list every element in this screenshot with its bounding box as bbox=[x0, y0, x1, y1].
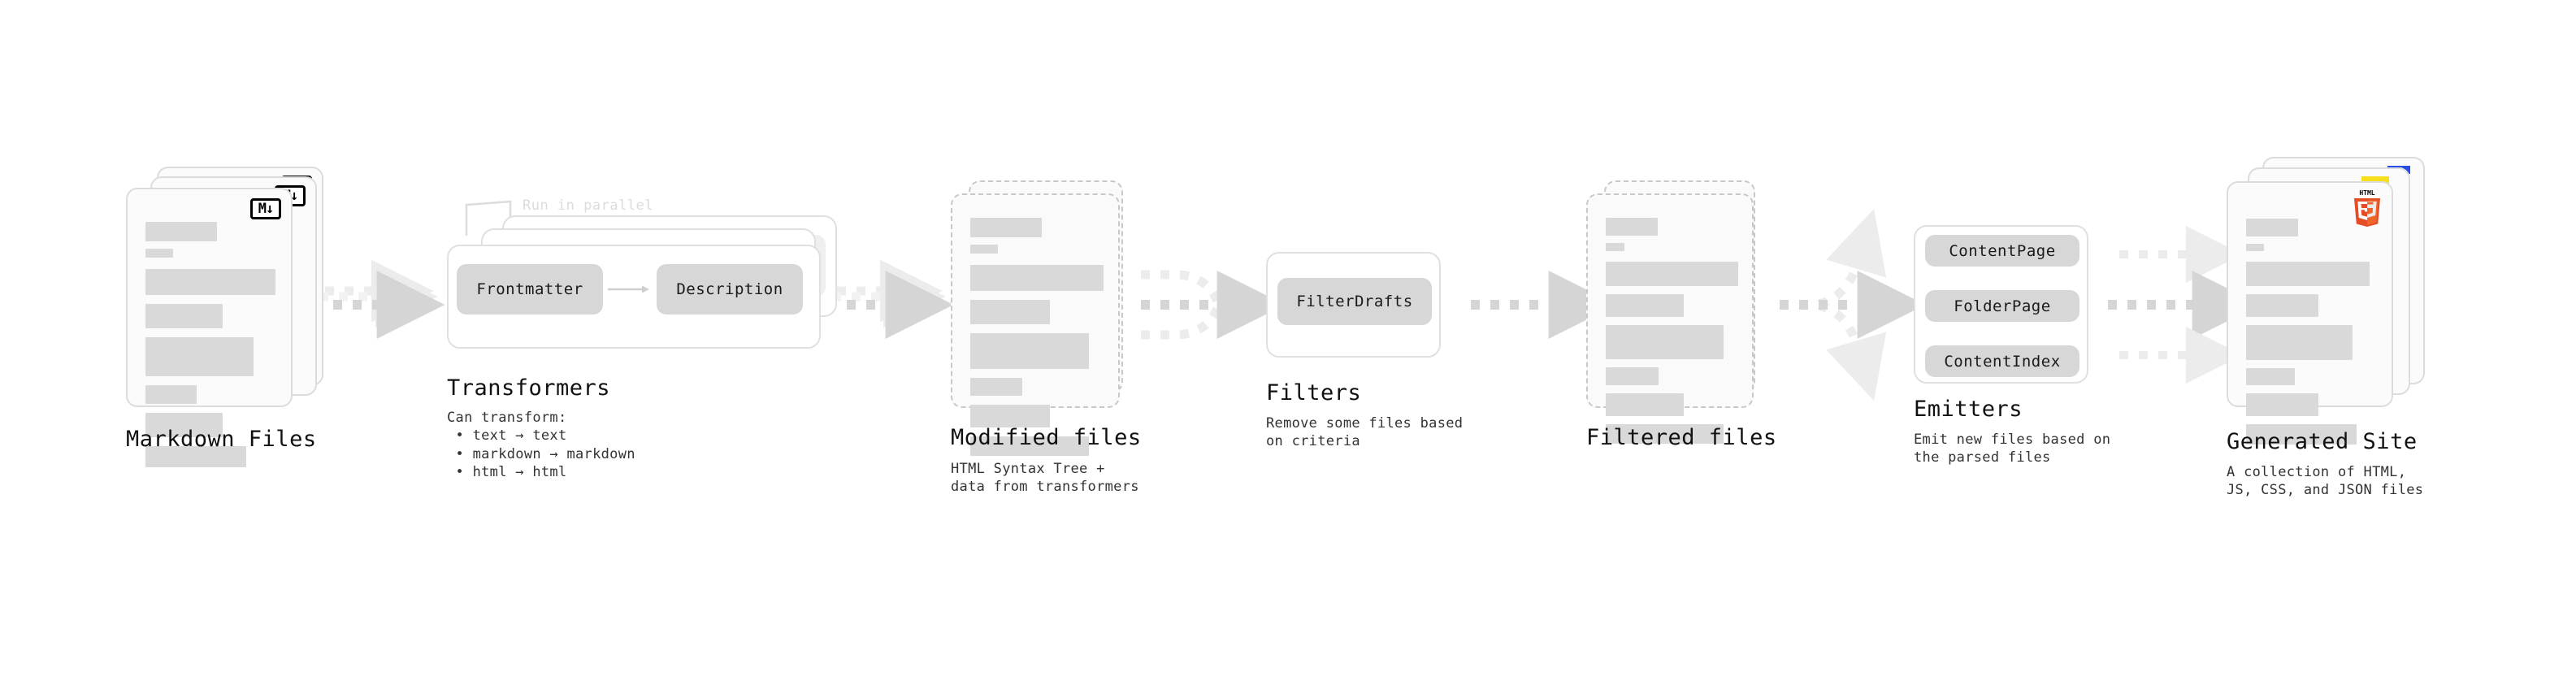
skeleton-bar bbox=[2246, 294, 2318, 317]
skeleton-bar bbox=[1606, 424, 1724, 444]
site-card-front: HTML bbox=[2227, 181, 2393, 445]
filters-group: FilterDrafts bbox=[1266, 252, 1441, 358]
label-filtered-files: Filtered files bbox=[1586, 425, 1777, 450]
label-filters: Filters bbox=[1266, 380, 1362, 406]
stage-markdown-files: M↓ M↓ M↓ bbox=[126, 167, 329, 467]
skeleton-bar bbox=[1606, 393, 1684, 416]
skeleton-bar bbox=[145, 249, 173, 258]
transformer-pill-frontmatter[interactable]: Frontmatter bbox=[457, 264, 603, 314]
arrow-emitters-to-site bbox=[2108, 226, 2261, 384]
markdown-badge: M↓ bbox=[250, 198, 281, 219]
transformer-inner-arrow-front bbox=[608, 285, 649, 293]
skeleton-bar bbox=[1606, 325, 1724, 359]
label-transformers: Transformers bbox=[447, 375, 611, 401]
markdown-card-front: M↓ bbox=[126, 188, 293, 467]
skeleton-bar bbox=[2246, 219, 2298, 236]
label-generated-site: Generated Site bbox=[2227, 429, 2418, 454]
modified-card-front bbox=[951, 193, 1120, 456]
skeleton-bar bbox=[1606, 218, 1658, 236]
skeleton-bar bbox=[145, 413, 223, 437]
skeleton-bar bbox=[1606, 294, 1684, 317]
skeleton-bar bbox=[145, 269, 275, 295]
label-emitters: Emitters bbox=[1914, 397, 2023, 422]
label-modified-files: Modified files bbox=[951, 425, 1142, 450]
emitters-group: ContentPage FolderPage ContentIndex bbox=[1914, 225, 2088, 384]
label-run-in-parallel: Run in parallel bbox=[523, 197, 654, 214]
site-skeleton bbox=[2228, 183, 2392, 445]
skeleton-bar bbox=[970, 405, 1050, 427]
emitter-pill-folderpage[interactable]: FolderPage bbox=[1925, 290, 2079, 322]
skeleton-bar bbox=[145, 222, 217, 241]
skeleton-bar bbox=[145, 304, 223, 328]
stage-transformers: Frontmatter Description bbox=[447, 215, 853, 366]
skeleton-bar bbox=[970, 300, 1050, 324]
arrow-transformers-to-modified bbox=[827, 259, 954, 339]
skeleton-bar bbox=[970, 245, 998, 254]
transformer-pill-description[interactable]: Description bbox=[657, 264, 803, 314]
skeleton-bar bbox=[1606, 367, 1659, 385]
skeleton-bar bbox=[1606, 262, 1738, 286]
arrow-filtered-to-emitters bbox=[1780, 208, 1926, 401]
skeleton-bar bbox=[2246, 325, 2353, 360]
skeleton-bar bbox=[2246, 393, 2318, 416]
skeleton-bar bbox=[145, 446, 246, 467]
arrow-modified-to-filters bbox=[1141, 270, 1286, 340]
stage-filters: FilterDrafts bbox=[1266, 252, 1441, 358]
skeleton-bar bbox=[2246, 368, 2295, 385]
skeleton-bar bbox=[2246, 244, 2264, 251]
filtered-card-front bbox=[1586, 193, 1754, 444]
emitter-pill-contentpage[interactable]: ContentPage bbox=[1925, 235, 2079, 267]
stage-filtered-files bbox=[1586, 180, 1773, 444]
skeleton-bar bbox=[970, 218, 1042, 237]
skeleton-bar bbox=[970, 333, 1089, 369]
transformer-group-front: Frontmatter Description bbox=[447, 245, 821, 349]
filter-pill-filterdrafts[interactable]: FilterDrafts bbox=[1277, 278, 1432, 325]
stage-generated-site: CSS HTML bbox=[2227, 157, 2446, 445]
desc-filters: Remove some files based on criteria bbox=[1266, 415, 1464, 450]
skeleton-bar bbox=[1606, 243, 1624, 251]
skeleton-bar bbox=[2246, 262, 2370, 286]
emitter-pill-contentindex[interactable]: ContentIndex bbox=[1925, 345, 2079, 377]
desc-generated-site: A collection of HTML, JS, CSS, and JSON … bbox=[2227, 464, 2424, 499]
desc-transformers: Can transform: • text → text • markdown … bbox=[447, 410, 635, 481]
filtered-skeleton bbox=[1588, 195, 1752, 444]
label-markdown-files: Markdown Files bbox=[126, 427, 317, 452]
html5-badge: HTML bbox=[2354, 189, 2380, 227]
svg-text:HTML: HTML bbox=[2359, 189, 2374, 197]
skeleton-bar bbox=[145, 337, 254, 376]
skeleton-bar bbox=[970, 436, 1089, 456]
stage-modified-files bbox=[951, 180, 1138, 456]
modified-skeleton bbox=[952, 195, 1118, 456]
desc-emitters: Emit new files based on the parsed files bbox=[1914, 432, 2111, 466]
arrow-markdown-to-transformers bbox=[314, 259, 445, 339]
skeleton-bar bbox=[970, 265, 1104, 291]
desc-modified-files: HTML Syntax Tree + data from transformer… bbox=[951, 461, 1139, 496]
skeleton-bar bbox=[970, 378, 1022, 396]
skeleton-bar bbox=[145, 385, 197, 404]
markdown-skeleton bbox=[128, 189, 291, 467]
skeleton-bar bbox=[2246, 424, 2357, 445]
stage-emitters: ContentPage FolderPage ContentIndex bbox=[1914, 225, 2088, 384]
